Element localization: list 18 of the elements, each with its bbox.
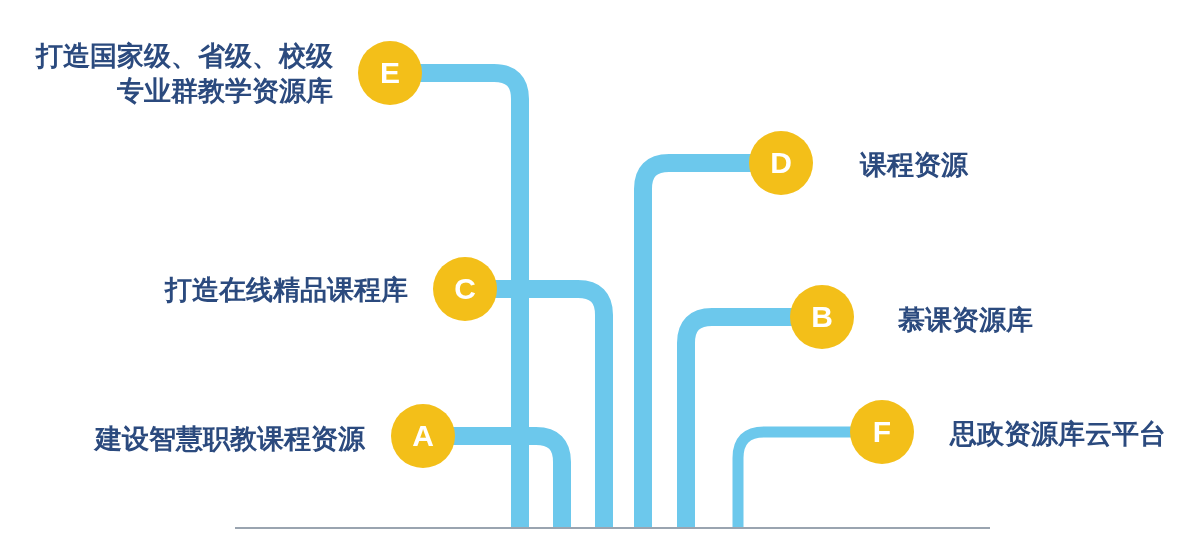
letter-label: A <box>412 419 434 453</box>
resource-label: 思政资源库云平台 <box>950 417 1166 451</box>
letter-label: C <box>454 272 476 306</box>
resource-label: 建设智慧职教课程资源 <box>95 422 365 456</box>
letter-label: F <box>872 415 892 449</box>
baseline-bar <box>235 527 990 529</box>
resource-label: 慕课资源库 <box>898 303 1033 337</box>
connector-pipe <box>493 280 613 527</box>
letter-label: E <box>380 56 400 90</box>
connector-pipe <box>634 154 753 527</box>
resource-label: 打造国家级、省级、校级专业群教学资源库 <box>34 39 333 109</box>
letter-label: B <box>811 300 833 334</box>
connector-pipe <box>451 427 571 527</box>
letter-label: D <box>770 146 792 180</box>
connector-pipe <box>418 64 529 527</box>
connector-pipe <box>677 308 794 527</box>
resource-label: 课程资源 <box>860 148 968 182</box>
resource-label: 打造在线精品课程库 <box>165 273 408 307</box>
